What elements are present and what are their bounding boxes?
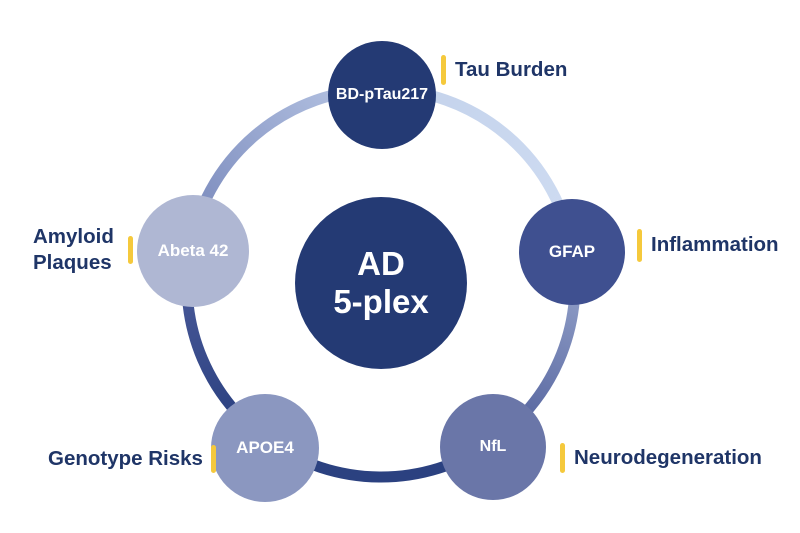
annotation-amyloid-plaques: Amyloid Plaques bbox=[33, 224, 133, 276]
annotation-label: Genotype Risks bbox=[48, 447, 203, 470]
node-apoe4: APOE4 bbox=[211, 394, 319, 502]
center-node-ad-5plex: AD 5-plex bbox=[295, 197, 467, 369]
highlight-bar bbox=[128, 236, 133, 264]
annotation-neurodegeneration: Neurodegeneration bbox=[560, 441, 762, 474]
annotation-label: Inflammation bbox=[651, 233, 779, 256]
node-nfl: NfL bbox=[440, 394, 546, 500]
highlight-bar bbox=[210, 445, 216, 473]
center-label-line1: AD bbox=[357, 244, 405, 282]
node-label: GFAP bbox=[548, 242, 596, 261]
highlight-bar bbox=[560, 442, 565, 473]
annotation-inflammation: Inflammation bbox=[637, 227, 779, 263]
node-label: BD-pTau217 bbox=[335, 86, 429, 103]
annotation-label: Amyloid Plaques bbox=[33, 225, 114, 274]
annotation-label: Tau Burden bbox=[455, 58, 568, 81]
highlight-bar bbox=[637, 228, 642, 262]
node-bd-ptau217: BD-pTau217 bbox=[328, 41, 436, 149]
node-label: APOE4 bbox=[236, 438, 294, 457]
node-label: Abeta 42 bbox=[157, 241, 229, 260]
annotation-genotype-risks: Genotype Risks bbox=[48, 444, 216, 474]
annotation-label: Neurodegeneration bbox=[574, 445, 762, 469]
highlight-bar bbox=[441, 55, 446, 85]
node-abeta42: Abeta 42 bbox=[137, 195, 249, 307]
node-label: NfL bbox=[479, 438, 507, 455]
center-label-line2: 5-plex bbox=[333, 283, 429, 320]
node-gfap: GFAP bbox=[519, 199, 625, 305]
annotation-tau-burden: Tau Burden bbox=[441, 53, 567, 87]
